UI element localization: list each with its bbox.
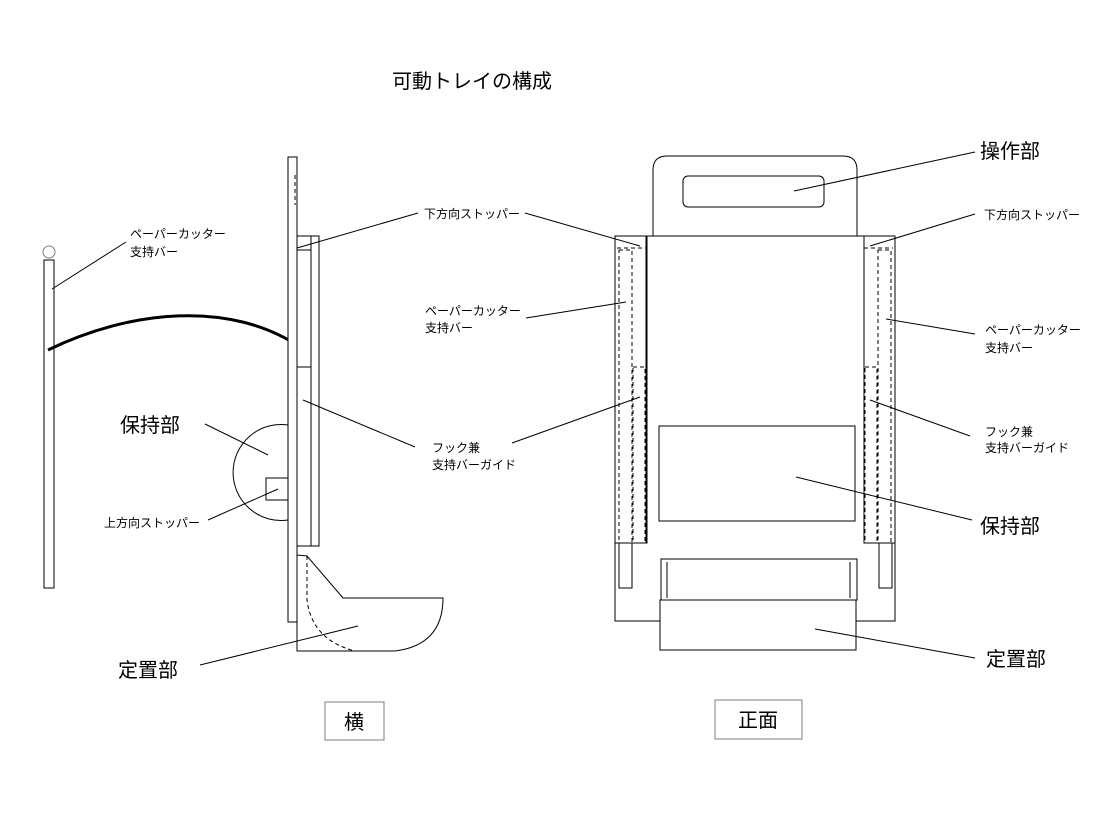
- label-side-down-stopper: 下方向ストッパー: [424, 206, 520, 221]
- leader-side-holder: [204, 423, 269, 456]
- label-front-bar-left-line2: 支持バー: [425, 320, 473, 335]
- label-front-bar-right-line2: 支持バー: [985, 340, 1033, 355]
- bar-body: [43, 259, 55, 589]
- leader-front-holder: [795, 476, 973, 521]
- label-front-hook-guide-line2: 支持バーガイド: [985, 440, 1069, 455]
- label-front-holder: 保持部: [980, 514, 1040, 538]
- leader-front-placement: [814, 628, 976, 659]
- front-right-rail: [863, 235, 896, 544]
- leader-side-placement: [199, 625, 359, 666]
- front-placement: [659, 599, 857, 651]
- front-right-bar-dash: [877, 249, 892, 544]
- leader-side-down-stopper: [296, 212, 419, 249]
- leader-front-down-stopper-right: [869, 213, 976, 247]
- leader-side-up-stopper: [207, 488, 279, 521]
- label-side-holder: 保持部: [120, 413, 180, 437]
- front-holder: [658, 425, 856, 522]
- leader-side-hook-guide: [302, 399, 416, 448]
- label-side-hook-guide-line1: フック兼: [432, 441, 480, 455]
- leader-front-operation: [793, 151, 976, 192]
- front-right-guide-dash: [864, 366, 878, 544]
- leader-front-hook-guide-left: [511, 396, 641, 444]
- side-upper-rail: [296, 249, 312, 368]
- label-left-bar-line1: ペーパーカッター: [130, 227, 226, 241]
- front-right-bar-end: [878, 542, 893, 589]
- label-front-bar-right-line1: ペーパーカッター: [985, 323, 1081, 337]
- side-placement-tray: [296, 554, 444, 652]
- leader-left-bar: [51, 241, 127, 290]
- front-left-bar-end: [618, 542, 633, 589]
- leader-front-bar-right: [885, 318, 976, 335]
- label-front-operation: 操作部: [980, 139, 1040, 163]
- bar-knob: [42, 245, 56, 259]
- front-view-label-box: [714, 699, 803, 740]
- label-left-bar-line2: 支持バー: [130, 244, 178, 259]
- label-front-bar-left-line1: ペーパーカッター: [425, 304, 521, 318]
- side-holder-arc: [232, 424, 289, 521]
- loose-support-bar: [42, 245, 56, 589]
- insertion-arrow: [47, 314, 303, 352]
- side-view-label-box: [324, 701, 385, 741]
- label-front-placement: 定置部: [986, 647, 1046, 671]
- diagram-title: 可動トレイの構成: [392, 69, 552, 93]
- front-view-label: 正面: [738, 708, 778, 732]
- label-front-down-stopper: 下方向ストッパー: [984, 207, 1080, 222]
- leader-front-bar-left: [525, 301, 627, 319]
- label-side-placement: 定置部: [118, 658, 178, 682]
- side-tray-dash: [306, 556, 356, 652]
- front-left-bar-dash: [618, 249, 633, 544]
- side-outer-rail: [310, 235, 320, 547]
- side-view-label: 横: [344, 710, 364, 734]
- leader-front-hook-guide-right: [869, 399, 971, 437]
- front-tray-top: [660, 558, 858, 601]
- front-left-guide-dash: [632, 366, 646, 544]
- label-front-hook-guide-line1: フック兼: [985, 425, 1033, 439]
- front-view: [614, 155, 896, 651]
- label-side-up-stopper: 上方向ストッパー: [104, 515, 200, 530]
- leader-front-down-stopper-left: [524, 212, 641, 247]
- front-handle-window: [682, 175, 825, 208]
- side-view: [232, 156, 444, 652]
- front-left-rail: [614, 235, 647, 544]
- side-hook-guide: [296, 366, 312, 547]
- label-side-hook-guide-line2: 支持バーガイド: [432, 457, 516, 472]
- side-main-plate: [287, 156, 298, 623]
